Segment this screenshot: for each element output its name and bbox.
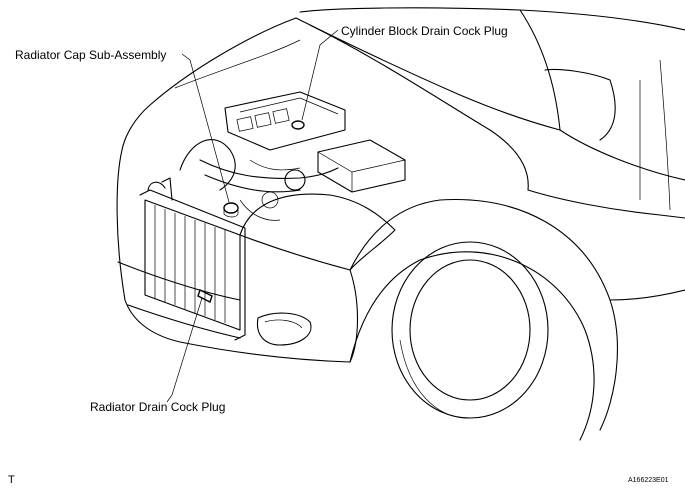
battery-box [317,139,406,193]
bumper-outline [116,149,351,363]
leader-cylinder-block-drain-cock-plug [301,29,339,121]
corner-mark: T [8,474,15,486]
hood-front-edge [121,17,297,151]
radiator-drain-cock-plug-icon [197,289,213,303]
hood-side-edge [309,24,529,191]
label-radiator-drain-cock-plug: Radiator Drain Cock Plug [90,400,226,414]
radiator-core [144,199,241,331]
upper-hose [179,139,236,191]
cylinder-block-drain-cock-plug-icon [291,120,305,130]
a-pillar [519,9,561,131]
hood-crease [174,39,301,89]
belt-line [559,129,685,181]
label-cylinder-block-drain-cock-plug: Cylinder Block Drain Cock Plug [341,24,508,38]
leader-radiator-cap [181,53,230,203]
headlamp [239,193,396,271]
wheel-arch-outer [349,198,618,431]
wheel-arch-inner [349,251,595,441]
side-mirror [544,68,616,141]
figure-id: A166223E01 [628,477,669,484]
label-radiator-cap-sub-assembly: Radiator Cap Sub-Assembly [15,48,167,62]
leader-radiator-drain-cock-plug [166,297,203,403]
radiator-cap-icon [223,202,239,214]
front-tire [391,241,549,419]
fog-lamp [256,312,312,346]
engine-cover [224,91,346,151]
